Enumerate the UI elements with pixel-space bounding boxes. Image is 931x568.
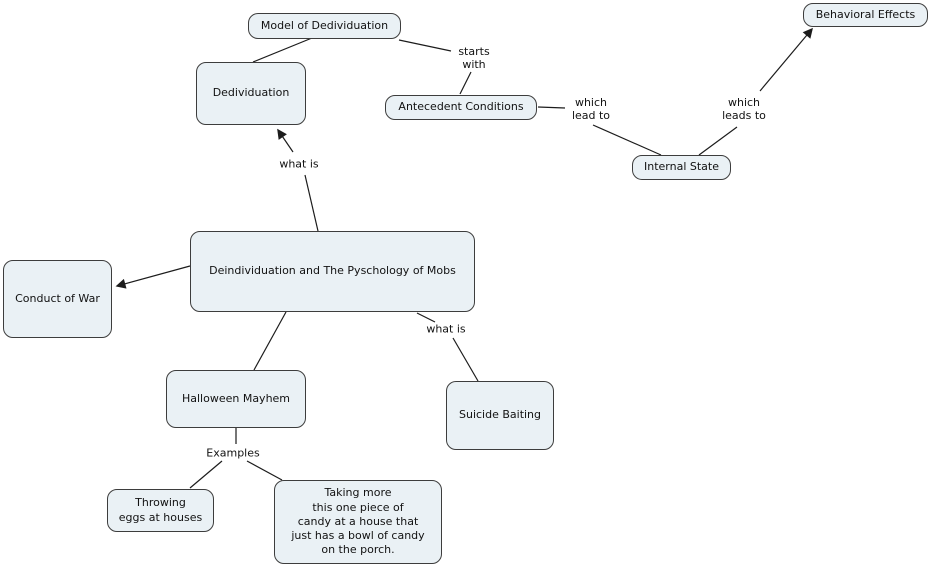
link-label-examples[interactable]: Examples <box>206 446 260 460</box>
node-deindividuation-psychology-of-mobs[interactable]: Deindividuation and The Pyschology of Mo… <box>190 231 475 312</box>
edge-antecedent-to-which-lead-to <box>537 106 566 109</box>
edge-mobs-to-what-is-lower <box>416 312 436 323</box>
node-antecedent-conditions[interactable]: Antecedent Conditions <box>385 95 537 120</box>
node-throwing-eggs[interactable]: Throwing eggs at houses <box>107 489 214 532</box>
link-label-starts-with[interactable]: starts with <box>458 44 490 71</box>
edge-mobs-to-halloween <box>253 311 287 371</box>
link-label-which-lead-to[interactable]: which lead to <box>571 95 611 122</box>
edge-internal-state-to-which-leads-to <box>698 126 738 156</box>
link-label-which-leads-to[interactable]: which leads to <box>722 95 766 122</box>
node-conduct-of-war[interactable]: Conduct of War <box>3 260 112 338</box>
node-taking-candy[interactable]: Taking more this one piece of candy at a… <box>274 480 442 564</box>
edge-which-leads-to-to-behavioral-effects <box>759 27 813 92</box>
edge-examples-to-throwing-eggs <box>189 460 223 489</box>
node-model-of-dedividuation[interactable]: Model of Dedividuation <box>248 13 401 39</box>
node-internal-state[interactable]: Internal State <box>632 155 731 180</box>
node-halloween-mayhem[interactable]: Halloween Mayhem <box>166 370 306 428</box>
edge-mobs-to-what-is-upper <box>304 174 319 232</box>
node-suicide-baiting[interactable]: Suicide Baiting <box>446 381 554 450</box>
edge-mobs-to-conduct-of-war <box>115 265 191 289</box>
edge-what-is-upper-to-dedividuation <box>277 128 294 153</box>
edge-model-to-starts-with <box>398 39 452 52</box>
link-label-what-is-lower[interactable]: what is <box>426 322 466 336</box>
link-label-what-is-upper[interactable]: what is <box>279 157 319 171</box>
node-behavioral-effects[interactable]: Behavioral Effects <box>803 3 928 27</box>
edge-which-lead-to-to-internal-state <box>592 124 662 156</box>
edge-starts-with-to-antecedent <box>459 71 472 95</box>
edge-what-is-lower-to-suicide-baiting <box>452 337 479 382</box>
edge-model-to-dedividuation <box>252 37 313 63</box>
edge-examples-to-taking-candy <box>246 460 283 481</box>
node-dedividuation[interactable]: Dedividuation <box>196 62 306 125</box>
